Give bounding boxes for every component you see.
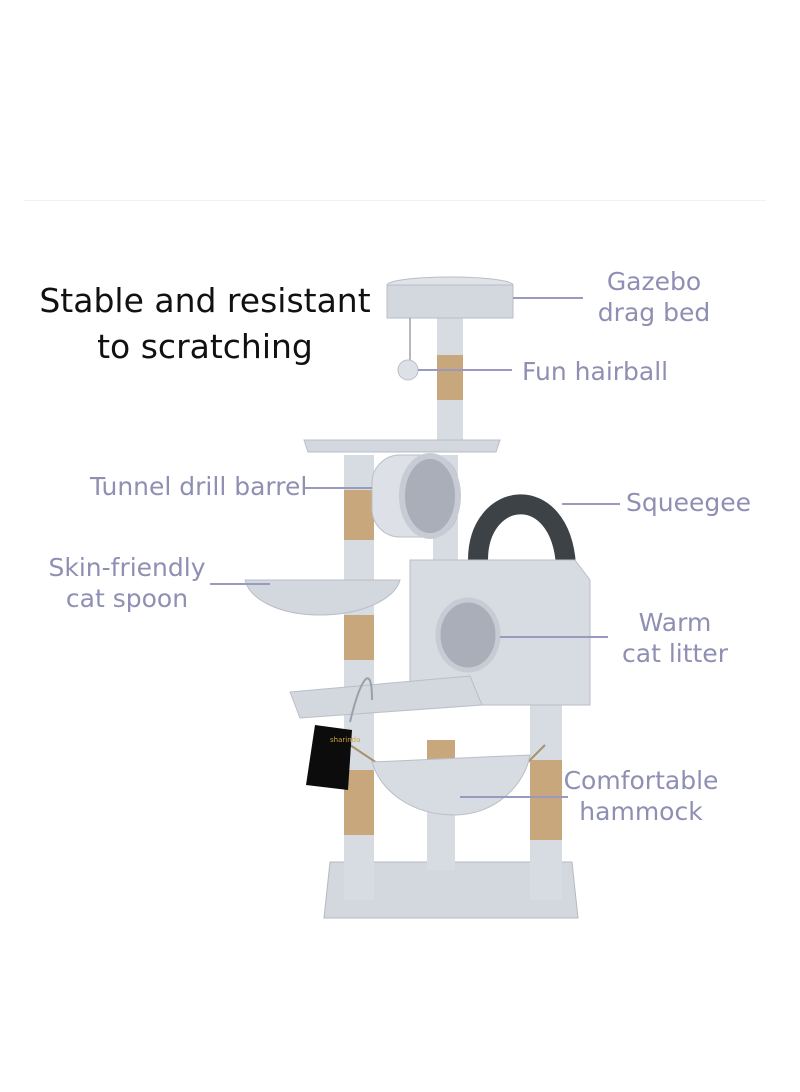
label-spoon-line-2: cat spoon <box>65 584 189 613</box>
label-spoon: Skin-friendly cat spoon <box>44 552 210 614</box>
label-gazebo-line-2: drag bed <box>597 298 711 327</box>
headline-line-2: to scratching <box>97 327 313 366</box>
label-spoon-line-1: Skin-friendly <box>48 553 206 582</box>
headline: Stable and resistant to scratching <box>30 278 380 370</box>
label-hairball: Fun hairball <box>522 357 669 386</box>
label-hammock-line-2: hammock <box>579 797 703 826</box>
tunnel-barrel <box>371 453 461 539</box>
hang-tag: sharinda <box>306 677 373 790</box>
hammock <box>349 744 546 816</box>
label-hammock: Comfortable hammock <box>562 765 720 827</box>
label-tunnel: Tunnel drill barrel <box>90 472 308 501</box>
label-litter-line-2: cat litter <box>622 639 728 668</box>
tag-brand-text: sharinda <box>330 736 360 744</box>
label-litter-line-1: Warm <box>638 608 712 637</box>
lower-shelf <box>289 675 483 719</box>
cat-litter-box <box>409 559 591 706</box>
gazebo-bed <box>386 276 514 319</box>
label-squeegee: Squeegee <box>626 488 751 517</box>
cat-spoon <box>244 579 401 616</box>
squeegee-brush <box>468 494 576 575</box>
label-litter: Warm cat litter <box>620 607 730 669</box>
label-hammock-line-1: Comfortable <box>563 766 719 795</box>
leader-lines <box>210 297 620 798</box>
base-platform <box>323 861 579 919</box>
headline-line-1: Stable and resistant <box>39 281 371 320</box>
hairball-toy <box>397 318 419 381</box>
upper-shelf <box>303 439 501 453</box>
label-gazebo-line-1: Gazebo <box>606 267 702 296</box>
label-gazebo: Gazebo drag bed <box>594 266 714 328</box>
